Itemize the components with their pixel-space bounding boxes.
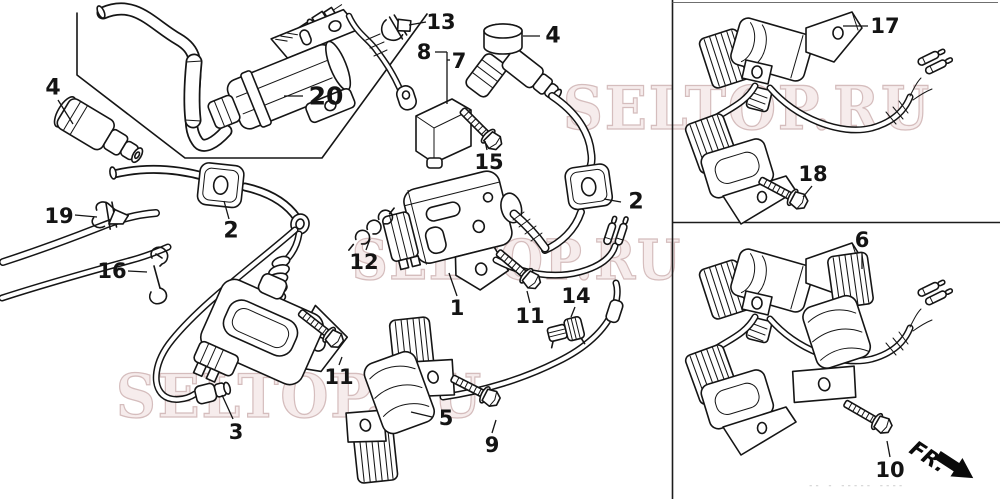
fr-arrow-icon: [935, 451, 974, 479]
grommet-2-left-wire: [109, 164, 302, 223]
callout-number-11-center: 11: [515, 304, 544, 328]
callout-number-13: 13: [426, 10, 455, 34]
callout-6: 6: [855, 228, 870, 269]
callout-20: 20: [284, 82, 343, 111]
callout-number-4-right: 4: [545, 24, 560, 49]
callout-1: 1: [448, 272, 465, 320]
callout-13: 13: [408, 10, 456, 34]
callout-number-9: 9: [485, 433, 500, 457]
callout-number-7: 7: [452, 49, 467, 73]
callout-4-left: 4: [45, 76, 74, 125]
callout-number-12: 12: [349, 250, 378, 274]
callout-number-19: 19: [44, 204, 73, 228]
footer-marks: -- - ----- ----: [808, 481, 904, 491]
callout-number-14: 14: [561, 284, 590, 308]
callout-number-20: 20: [309, 82, 344, 111]
ignition-coil-20: [207, 8, 361, 130]
callout-3: 3: [221, 394, 244, 444]
cdi-sheath: [509, 209, 550, 253]
callout-number-11-left: 11: [324, 365, 353, 389]
plug-wire-top: [96, 2, 233, 152]
callout-number-10: 10: [875, 458, 904, 482]
grommet-2-left: [195, 161, 246, 210]
callout-number-3: 3: [229, 420, 244, 444]
clip-16: [148, 246, 169, 305]
callout-9: 9: [485, 419, 500, 457]
callout-number-2-right: 2: [628, 190, 643, 215]
callout-15: 15: [474, 140, 504, 174]
callout-16: 16: [97, 259, 148, 283]
callout-number-16: 16: [97, 259, 126, 283]
detail-bracket-lines: [76, 12, 428, 159]
callout-10: 10: [875, 440, 905, 482]
callout-number-17: 17: [870, 14, 899, 38]
ignition-coil-3: [192, 273, 349, 386]
callout-8: 8: [417, 40, 448, 104]
spring-12: [348, 207, 395, 251]
callout-number-18: 18: [798, 162, 827, 186]
harness-left-tubes: [0, 209, 172, 302]
callout-number-15: 15: [474, 150, 503, 174]
bolt-10: [839, 394, 896, 438]
callout-number-6: 6: [855, 228, 870, 252]
spark-plug-cap-right: [465, 23, 563, 102]
callout-14: 14: [561, 284, 591, 318]
pulse-coil-6: [791, 250, 875, 404]
callout-5: 5: [410, 406, 454, 430]
callout-12: 12: [349, 238, 379, 274]
callout-18: 18: [798, 162, 828, 198]
grommet-2-right: [563, 162, 615, 212]
unit-7-box: [395, 85, 472, 169]
cdi-unit-1: [382, 170, 523, 291]
callout-number-8: 8: [417, 40, 432, 64]
line-art: [0, 2, 954, 485]
secondary-wire-loop: [152, 226, 299, 405]
spark-plug-cap-left: [53, 96, 144, 164]
fr-direction-marker: FR.: [905, 436, 974, 479]
watermark-text: SELTOP.RU: [563, 74, 931, 144]
callout-number-4-left: 4: [45, 76, 60, 101]
callout-4-right: 4: [523, 24, 561, 49]
callout-number-1: 1: [450, 296, 465, 320]
harness-to-unit7: [345, 12, 408, 103]
callout-11-left: 11: [324, 356, 354, 389]
callout-11-center: 11: [515, 290, 545, 328]
panel-borders: [671, 0, 1000, 499]
callout-2-left: 2: [223, 200, 239, 244]
clip-14: [546, 316, 586, 349]
callout-17: 17: [843, 14, 900, 38]
callout-number-2-left: 2: [223, 219, 238, 244]
callout-number-5: 5: [439, 406, 454, 430]
clip-13: [380, 14, 412, 42]
callout-2-right: 2: [603, 190, 644, 215]
callout-19: 19: [44, 204, 98, 228]
callout-7: 7: [447, 49, 466, 73]
clip-19: [91, 201, 130, 230]
